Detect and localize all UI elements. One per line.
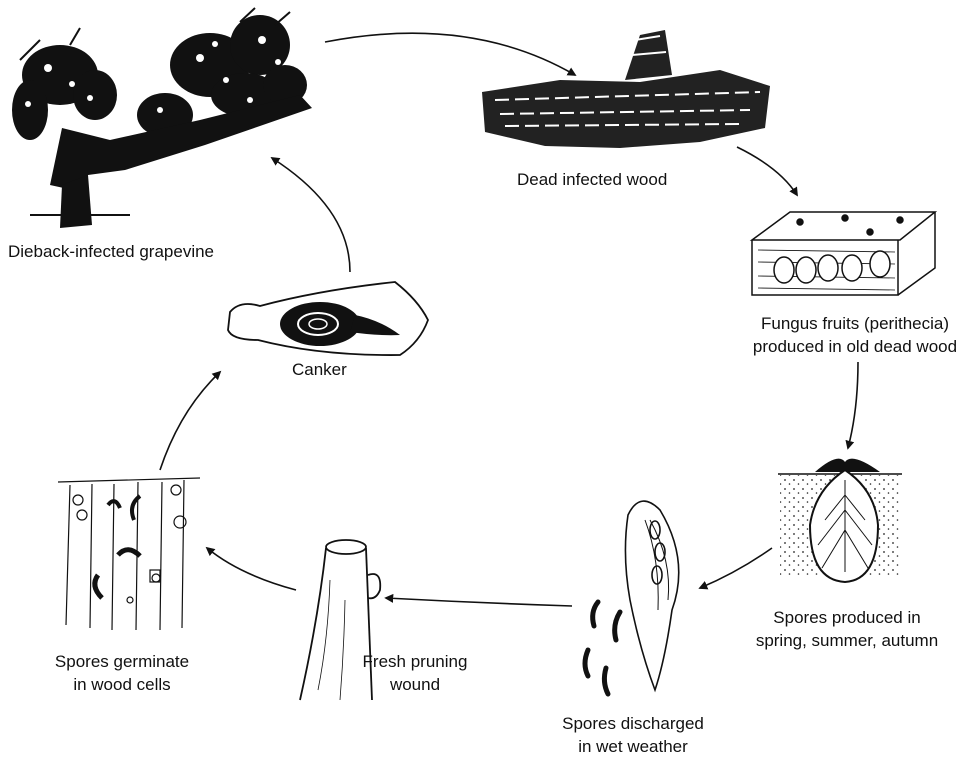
label-grapevine-text: Dieback-infected grapevine [8,240,214,263]
ascus-spores-icon [585,501,679,694]
arrow-germinate-to-canker [160,372,220,470]
label-spores-discharged: Spores discharged in wet weather [548,712,718,758]
arrow-discharge-to-wound [386,598,572,606]
label-pruning-wound: Fresh pruning wound [345,650,485,696]
dead-wood-icon [482,30,770,148]
arrow-wound-to-germinate [207,548,296,590]
grapevine-icon [12,8,312,228]
arrow-deadwood-to-perithecia [737,147,797,195]
label-canker: Canker [292,358,347,381]
label-spores-produced: Spores produced in spring, summer, autum… [742,606,952,652]
label-dead-wood-text: Dead infected wood [517,168,667,191]
perithecium-section-icon [778,459,902,582]
label-pruning-wound-line2: wound [345,673,485,696]
label-spores-produced-line1: Spores produced in [742,606,952,629]
label-pruning-wound-line1: Fresh pruning [345,650,485,673]
label-spores-produced-line2: spring, summer, autumn [742,629,952,652]
label-spores-discharged-line1: Spores discharged [548,712,718,735]
arrow-section-to-discharge [700,548,772,588]
arrow-canker-to-grapevine [272,158,350,272]
label-perithecia-line1: Fungus fruits (perithecia) [735,312,975,335]
arrow-perithecia-to-section [848,362,858,448]
label-perithecia-line2: produced in old dead wood [735,335,975,358]
wood-cells-icon [58,478,200,630]
label-germinate: Spores germinate in wood cells [32,650,212,696]
label-germinate-line2: in wood cells [32,673,212,696]
perithecia-block-icon [752,212,935,295]
label-canker-text: Canker [292,358,347,381]
canker-icon [228,282,428,355]
label-grapevine: Dieback-infected grapevine [8,240,214,263]
label-spores-discharged-line2: in wet weather [548,735,718,758]
label-perithecia: Fungus fruits (perithecia) produced in o… [735,312,975,358]
label-germinate-line1: Spores germinate [32,650,212,673]
arrow-grapevine-to-deadwood [325,33,575,75]
label-dead-wood: Dead infected wood [517,168,667,191]
